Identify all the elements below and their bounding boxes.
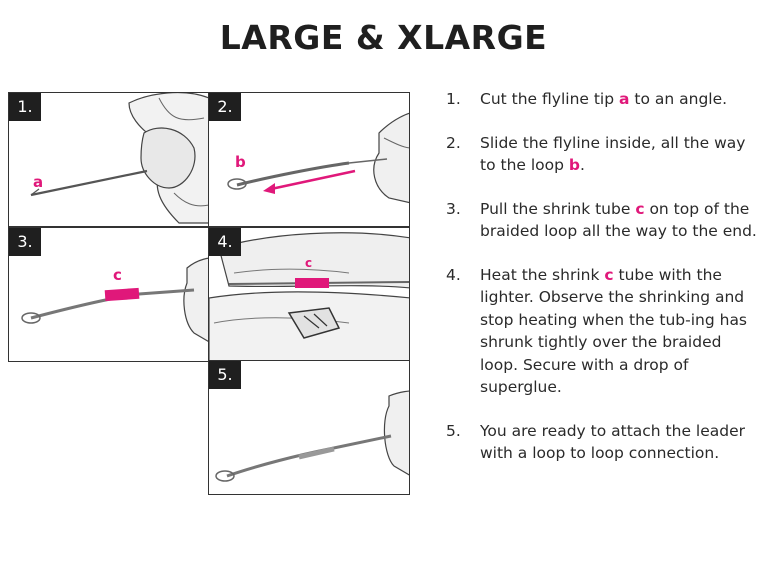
label-c-step4: c [305, 256, 313, 270]
step-text: Cut the flyline tip [480, 90, 620, 108]
step-text: Heat the shrink [480, 265, 605, 284]
label-c: c [113, 266, 122, 284]
step-text: Slide the flyline inside, all the way to… [480, 133, 746, 175]
instruction-step-4: 4. Heat the shrink c tube with the light… [446, 264, 761, 399]
heating-shrink-tube-drawing [209, 232, 409, 361]
step-2-illustration: 2. b [208, 92, 410, 227]
step-text: You are ready to attach the leader with … [480, 421, 746, 463]
step-highlight: b [568, 156, 580, 174]
step-text-end: to an angle. [629, 90, 728, 108]
step-number: 1. [446, 90, 461, 108]
sliding-flyline-drawing [227, 112, 409, 204]
label-b: b [235, 153, 246, 171]
step-3-illustration: 3. c [8, 227, 210, 362]
step-5-number: 5. [209, 361, 241, 389]
step-number: 3. [446, 199, 461, 218]
label-a: a [33, 173, 44, 191]
step-2-number: 2. [209, 93, 241, 121]
finished-loop-drawing [215, 390, 409, 482]
step-number: 2. [446, 133, 461, 152]
step-highlight: a [619, 90, 630, 108]
instruction-step-3: 3. Pull the shrink tube c on top of the … [446, 198, 761, 243]
step-3-number: 3. [9, 228, 41, 256]
step-text: Pull the shrink tube [480, 199, 636, 218]
step-number: 4. [446, 265, 461, 284]
pulling-shrink-tube-drawing [21, 257, 209, 343]
step-highlight: c [604, 265, 614, 284]
step-text-end: . [580, 156, 585, 174]
step-number: 5. [446, 421, 461, 440]
instruction-step-2: 2. Slide the flyline inside, all the way… [446, 132, 761, 177]
page-title: LARGE & XLARGE [219, 18, 548, 57]
instruction-step-5: 5. You are ready to attach the leader wi… [446, 420, 761, 465]
step-4-illustration: 4. c [208, 227, 410, 362]
step-highlight: c [635, 199, 645, 218]
step-text-end: tube with the lighter. Observe the shrin… [480, 265, 748, 397]
instruction-list: 1. Cut the flyline tip a to an angle. 2.… [446, 88, 761, 486]
hand-cutting-flyline-drawing [30, 93, 209, 224]
step-5-illustration: 5. [208, 360, 410, 495]
step-1-number: 1. [9, 93, 41, 121]
step-4-number: 4. [209, 228, 241, 256]
step-1-illustration: 1. a [8, 92, 210, 227]
instruction-step-1: 1. Cut the flyline tip a to an angle. [446, 88, 761, 111]
step-text-end: on top of the braided loop all the way t… [480, 199, 757, 241]
